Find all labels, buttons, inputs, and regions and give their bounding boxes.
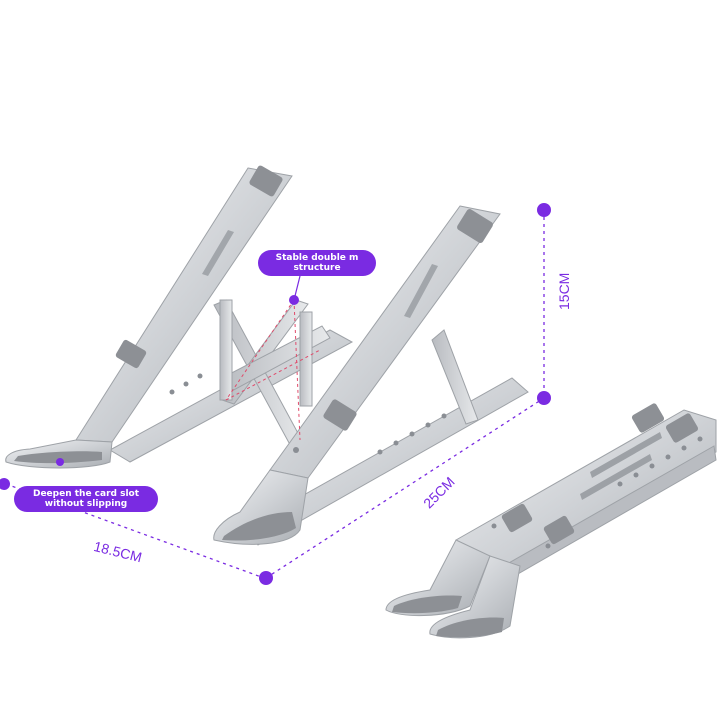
callout-top-line2: structure bbox=[293, 263, 341, 273]
scissor-links bbox=[213, 299, 331, 453]
length-dimension-line bbox=[265, 397, 545, 579]
callout-bottom-dot bbox=[56, 458, 64, 466]
callout-card-slot: Deepen the card slot without slipping bbox=[14, 486, 158, 512]
back-rail-slot bbox=[202, 230, 234, 276]
back-rail-pad-mid bbox=[115, 339, 147, 369]
base-holes bbox=[169, 373, 447, 455]
callout-top-line1: Stable double m bbox=[275, 253, 359, 263]
callout-bottom-line1: Deepen the card slot bbox=[32, 489, 140, 499]
callout-stable-structure: Stable double m structure bbox=[258, 250, 376, 276]
folded-stand bbox=[385, 403, 717, 639]
front-rail-pad-mid bbox=[323, 399, 357, 431]
front-rail-slot bbox=[404, 264, 438, 318]
dimension-lines bbox=[5, 210, 545, 579]
back-rail-pad-top bbox=[249, 165, 283, 197]
back-rail bbox=[75, 167, 293, 443]
callout-guides bbox=[225, 299, 321, 441]
height-dimension-label: 15CM bbox=[556, 272, 572, 310]
dimension-dots bbox=[0, 203, 551, 585]
open-stand bbox=[5, 165, 529, 546]
support-arm bbox=[431, 329, 479, 425]
front-rail-pad-top bbox=[457, 209, 493, 243]
callout-bottom-line2: without slipping bbox=[44, 499, 128, 509]
